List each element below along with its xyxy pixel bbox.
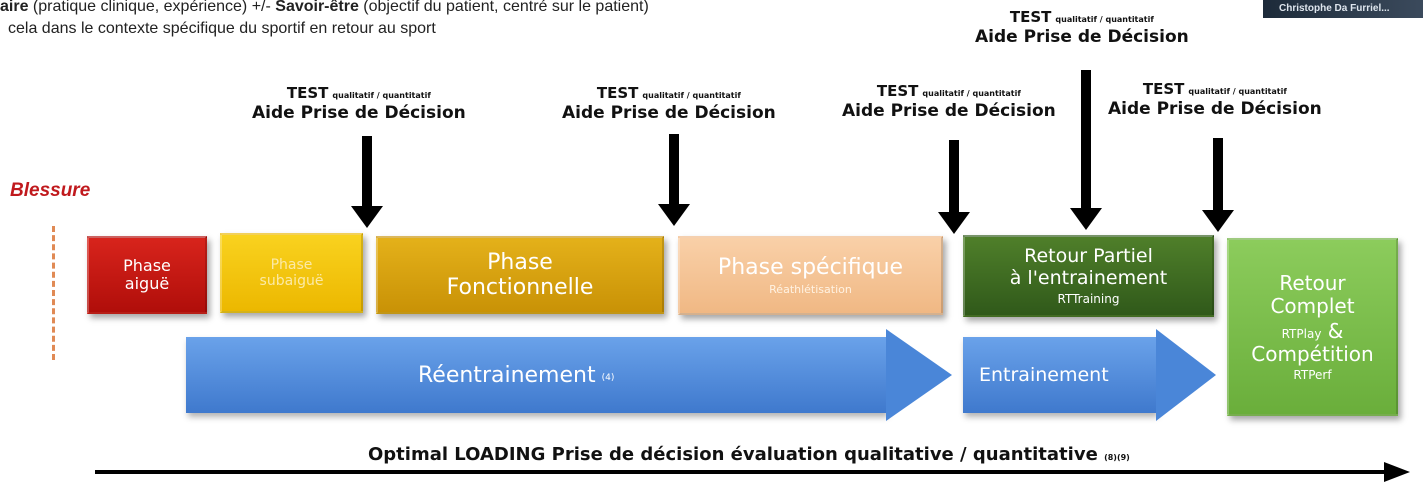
video-thumbnail-caption: Christophe Da Furriel... — [1263, 0, 1423, 18]
timeline-arrow-head — [1384, 462, 1410, 482]
blessure-dashed-line — [52, 226, 55, 360]
intro-line-1: aire (pratique clinique, expérience) +/-… — [0, 0, 649, 15]
blessure-label: Blessure — [10, 180, 91, 201]
timeline-arrow-shaft — [95, 470, 1390, 474]
entrainement-arrow: Entrainement — [963, 329, 1216, 421]
reentrainement-arrow: Réentrainement(4) — [186, 329, 952, 421]
intro-line-2: cela dans le contexte spécifique du spor… — [8, 20, 436, 37]
optimal-loading-label: Optimal LOADING Prise de décision évalua… — [368, 444, 1130, 465]
phase-specifique: Phase spécifique Réathlétisation — [678, 236, 943, 315]
